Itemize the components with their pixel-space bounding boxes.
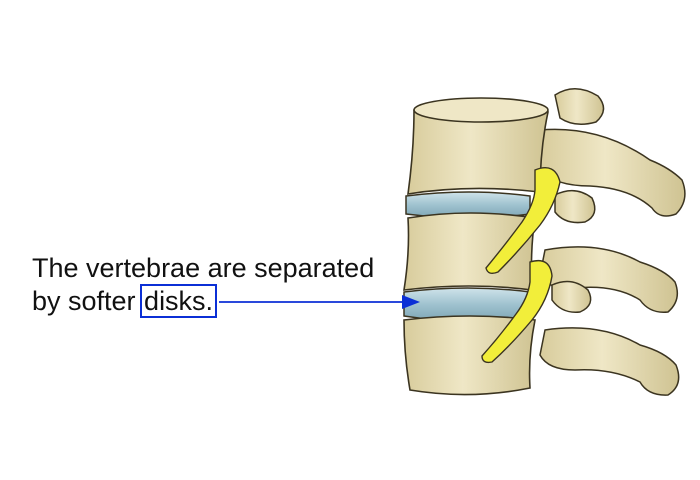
caption: The vertebrae are separated by softer di…: [32, 252, 374, 318]
vertebral-bodies: [403, 97, 549, 396]
disks-highlight-box: disks.: [140, 284, 218, 318]
nerve-upper: [485, 167, 561, 275]
caption-line-1: The vertebrae are separated: [32, 253, 375, 283]
spinous-processes: [539, 88, 686, 396]
caption-line-2-prefix: by softer: [32, 286, 144, 316]
caption-line-2: by softer disks.: [32, 284, 374, 318]
nerve-roots: [481, 167, 561, 364]
nerve-lower: [481, 259, 553, 364]
pointer-arrow: [219, 295, 420, 309]
